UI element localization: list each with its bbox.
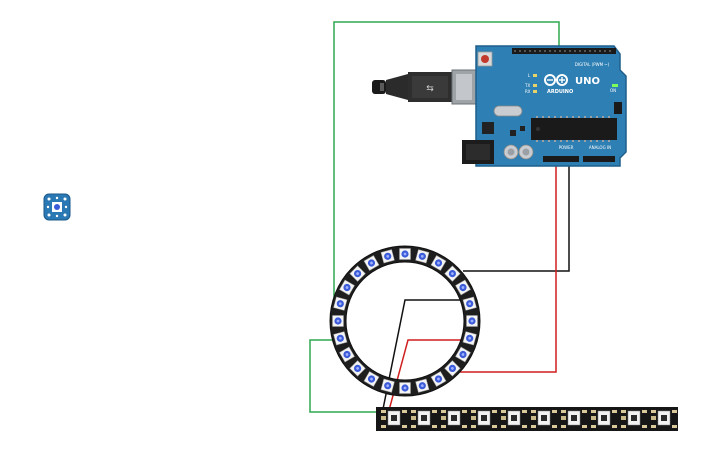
atmega-chip	[531, 118, 617, 140]
strip-pixel	[441, 410, 467, 428]
wire-green-data-in[interactable]	[333, 21, 560, 298]
strip-pixel	[381, 410, 407, 428]
arduino-uno-board[interactable]: DIGITAL (PWM ~) L TX RX ON UNO ARDUINO	[462, 45, 627, 167]
wire-red-5v[interactable]	[460, 162, 557, 373]
ring-pixel	[466, 315, 478, 327]
ring-pixel	[415, 249, 430, 264]
voltage-regulator	[482, 122, 494, 134]
ring-pixel	[399, 248, 411, 260]
led-l	[533, 74, 537, 77]
ring-pixel	[339, 279, 355, 296]
analog-header[interactable]	[583, 156, 615, 162]
power-header-label: POWER	[559, 145, 574, 150]
ring-pixel	[444, 265, 461, 282]
ring-pixel	[462, 331, 477, 346]
wire-black-gnd[interactable]	[463, 162, 570, 272]
led-tx	[533, 84, 537, 87]
strip-pixel	[501, 410, 527, 428]
led-rx-label: RX	[525, 89, 531, 94]
ring-pixel	[455, 346, 471, 363]
strip-pixel	[621, 410, 647, 428]
arduino-logo-icon	[544, 74, 568, 86]
ring-pixel	[332, 315, 344, 327]
ring-pixel	[363, 371, 380, 387]
wire-green-ring-to-strip[interactable]	[309, 339, 385, 413]
strip-pixel	[651, 410, 677, 428]
ring-pixel	[380, 378, 395, 393]
ring-pixel	[444, 360, 461, 377]
neopixel-jewel-icon[interactable]	[43, 193, 71, 221]
led-l-label: L	[528, 73, 531, 78]
ring-pixel	[430, 255, 447, 271]
neopixel-strip[interactable]	[376, 407, 678, 431]
ring-pixel	[333, 331, 348, 346]
led-on-label: ON	[610, 88, 616, 93]
usb-cable-icon[interactable]: ⇆	[372, 69, 477, 105]
analog-header-label: ANALOG IN	[589, 145, 611, 150]
strip-pixel	[411, 410, 437, 428]
ring-pixel	[349, 360, 366, 377]
strip-pixel	[591, 410, 617, 428]
digital-header-label: DIGITAL (PWM ~)	[575, 62, 610, 67]
ring-pixel	[349, 265, 366, 282]
svg-text:⇆: ⇆	[426, 84, 434, 94]
ring-pixel	[415, 378, 430, 393]
led-tx-label: TX	[524, 83, 530, 88]
ring-pixel	[430, 371, 447, 387]
power-header[interactable]	[543, 156, 579, 162]
icsp-header	[614, 102, 622, 114]
board-model: UNO	[575, 76, 600, 87]
ring-pixel	[399, 382, 411, 394]
wires	[309, 21, 570, 415]
led-on	[612, 84, 618, 87]
ring-pixel	[380, 249, 395, 264]
strip-pixel	[561, 410, 587, 428]
ring-pixel	[333, 296, 348, 311]
strip-pixel	[531, 410, 557, 428]
board-brand: ARDUINO	[547, 89, 573, 95]
neopixel-ring[interactable]	[329, 245, 481, 397]
strip-pixel	[471, 410, 497, 428]
ring-pixel	[363, 255, 380, 271]
led-rx	[533, 90, 537, 93]
ring-pixel	[339, 346, 355, 363]
crystal-oscillator	[493, 105, 523, 117]
ring-pixel	[455, 279, 471, 296]
wire-black-ring-to-strip[interactable]	[381, 299, 462, 415]
ring-pixel	[462, 296, 477, 311]
